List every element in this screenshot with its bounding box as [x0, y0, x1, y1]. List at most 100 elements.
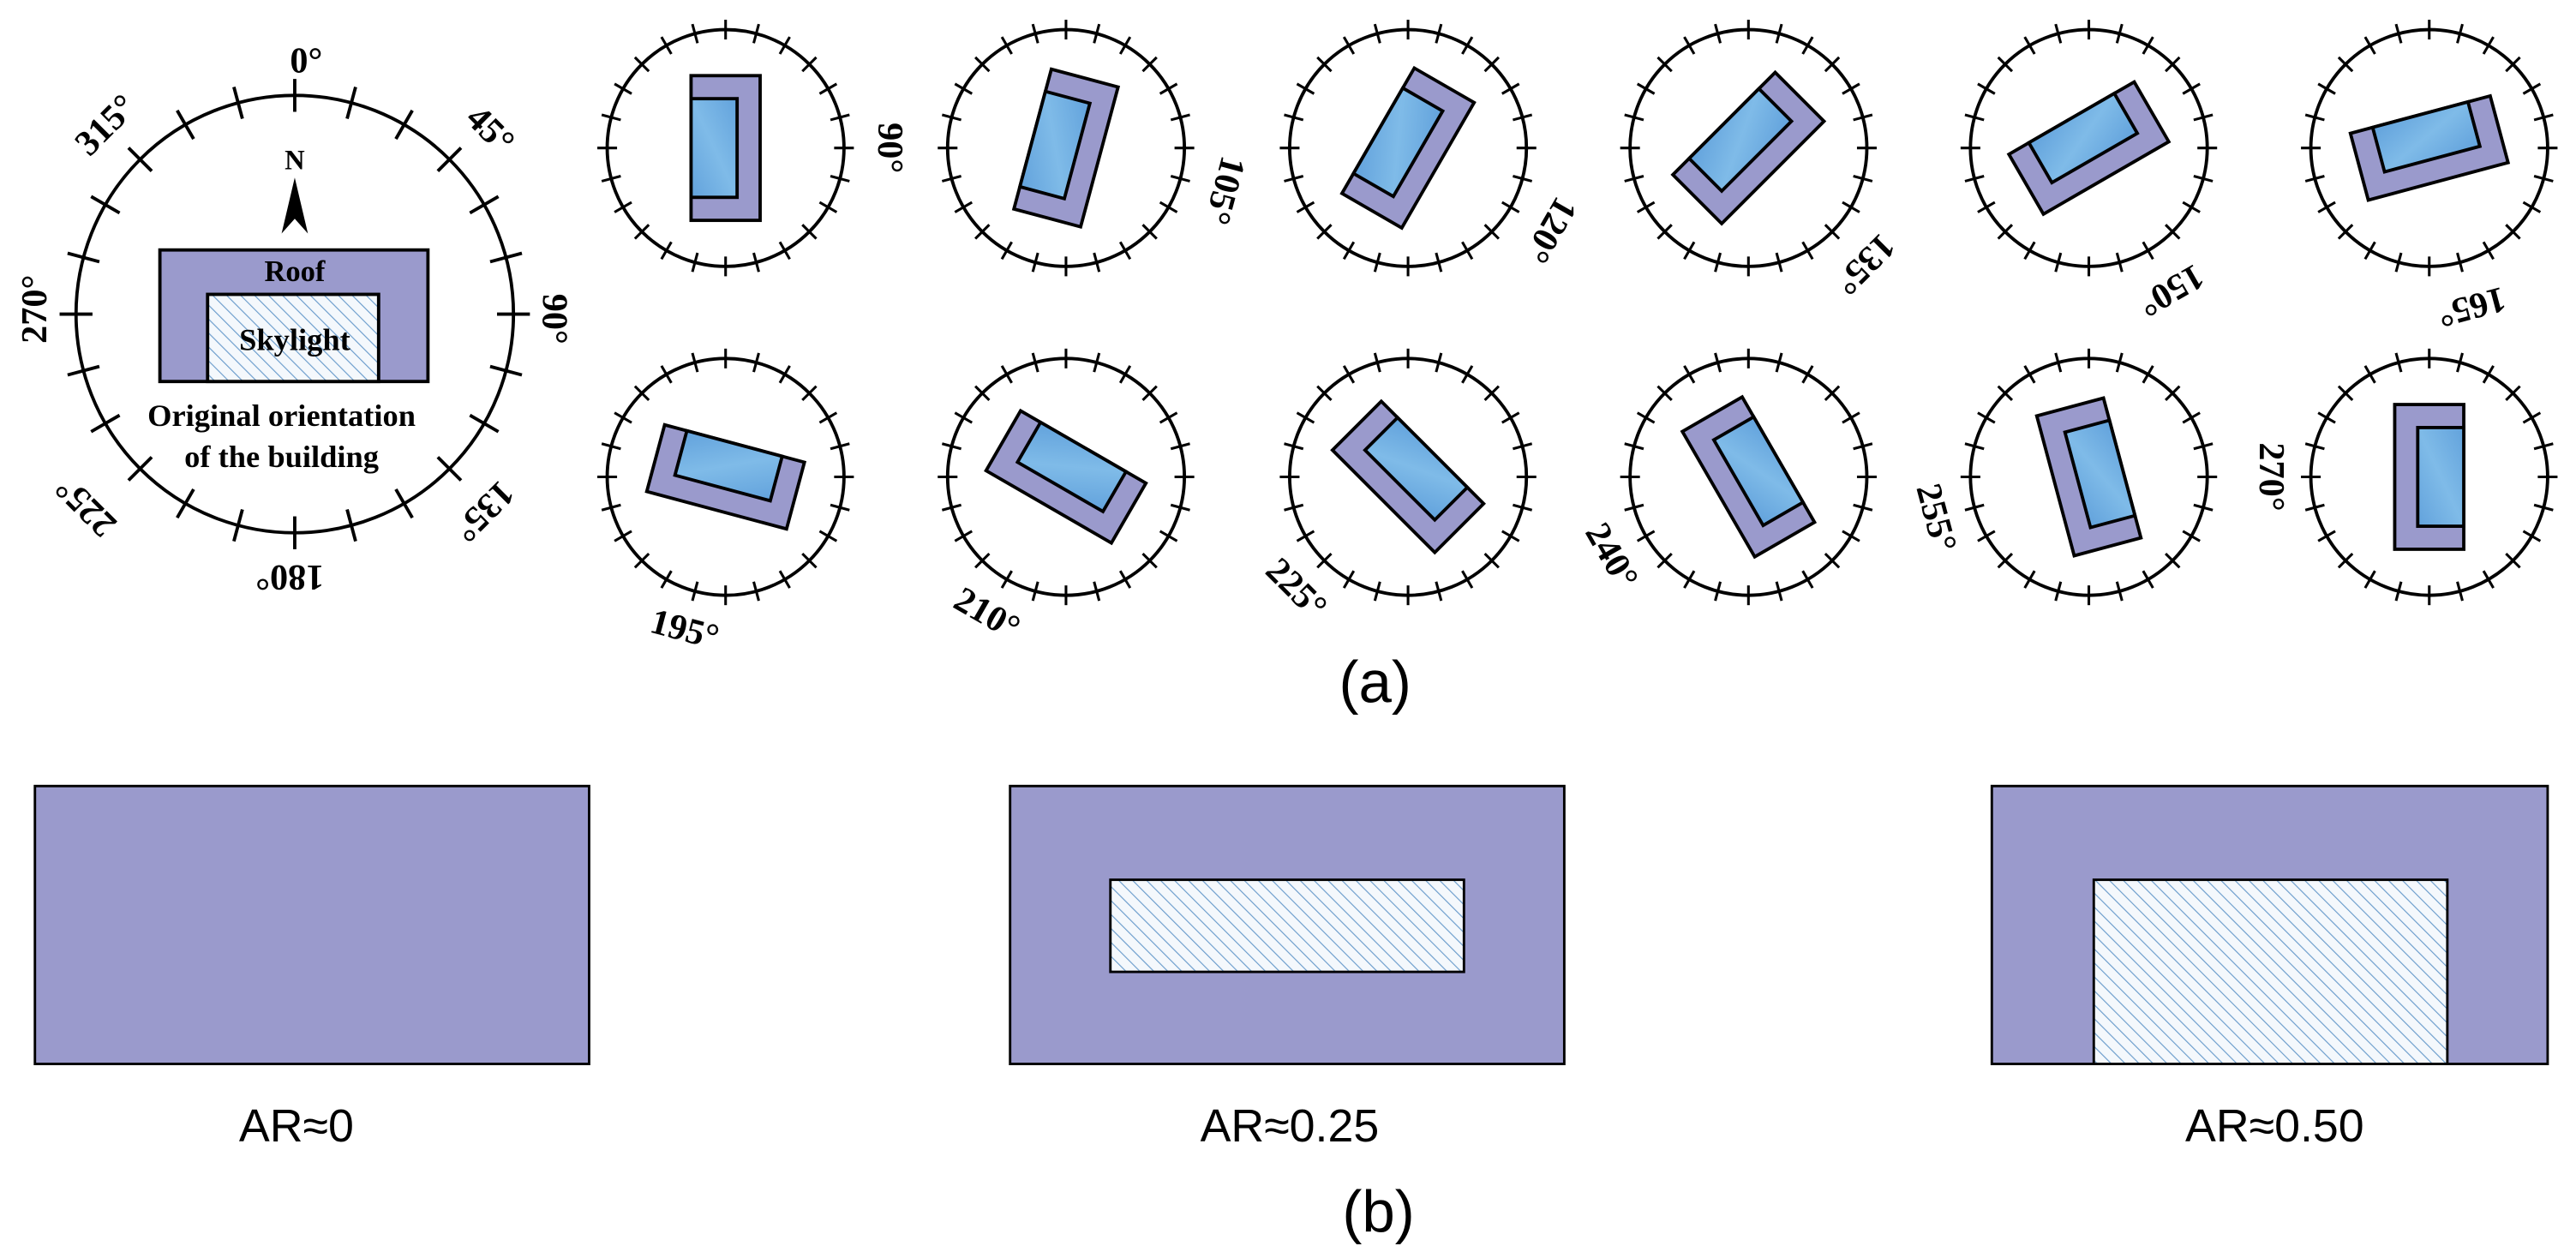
compass-tick [2482, 570, 2495, 589]
skylight-shape [1017, 89, 1093, 201]
skylight-shape [2416, 426, 2465, 528]
compass-tick [1801, 365, 1814, 384]
compass-tick [1853, 503, 1873, 512]
angle-label-0: 0° [290, 40, 322, 81]
ar-label-0: AR≈0 [239, 1100, 354, 1152]
compass-tick [818, 201, 838, 213]
compass-tick [1342, 36, 1356, 55]
compass-tick [1373, 581, 1381, 602]
compass-tick [1461, 241, 1474, 261]
rotation-label: 240° [1577, 516, 1646, 596]
compass-tick [752, 581, 760, 602]
compass-tick [1093, 581, 1101, 602]
compass-tick [127, 147, 153, 172]
compass-tick [2182, 530, 2201, 542]
compass-tick [1284, 113, 1304, 122]
compass-tick [2505, 56, 2521, 73]
compass-tick [1775, 23, 1783, 44]
compass-tick [2304, 442, 2325, 451]
compass-tick [345, 509, 357, 542]
compass-tick [1501, 530, 1520, 542]
rotated-compass: 270° [2251, 348, 2558, 606]
compass-tick [1284, 442, 1304, 451]
compass-tick [778, 570, 791, 589]
compass-tick [2182, 201, 2201, 213]
rotation-label: 105° [1196, 153, 1253, 230]
skylight-shape [689, 97, 740, 200]
compass-tick [2394, 23, 2403, 44]
compass-tick [2482, 365, 2495, 384]
compass-tick [691, 581, 699, 602]
skylight-shape [2063, 418, 2137, 530]
compass-tick [1141, 224, 1158, 240]
compass-tick [660, 36, 673, 55]
angle-label-225: 225° [47, 468, 124, 545]
building-shape [2034, 396, 2143, 558]
compass-tick [954, 201, 973, 213]
compass-tick [1775, 352, 1783, 373]
compass-tick [2505, 552, 2521, 569]
compass-tick [1513, 442, 1533, 451]
compass-tick [1824, 224, 1841, 240]
compass-tick [1656, 224, 1673, 240]
compass-panel: N Roof Skylight Original orientation of … [15, 40, 575, 597]
building-shape [2348, 93, 2511, 202]
angle-label-90: 90° [535, 294, 575, 344]
rotation-label: 90° [870, 123, 910, 173]
compass-tick [2505, 385, 2521, 402]
compass-tick [954, 82, 973, 95]
compass-tick [1093, 352, 1101, 373]
compass-tick [1842, 82, 1860, 95]
compass-tick [1296, 201, 1315, 213]
compass-tick [469, 195, 500, 215]
compass-tick [394, 109, 414, 141]
angle-label-270: 270° [15, 275, 55, 344]
compass-tick [436, 456, 463, 482]
compass-tick [1284, 175, 1304, 183]
compass-tick [127, 456, 153, 482]
compass-tick [2304, 175, 2325, 183]
building-shape [1330, 398, 1486, 555]
compass-tick [90, 195, 121, 215]
compass-tick [1483, 552, 1501, 569]
compass-tick [1118, 570, 1132, 589]
compass-tick [1853, 113, 1873, 122]
compass-tick [1824, 56, 1841, 73]
compass-tick [1853, 175, 1873, 183]
rotated-compass: 135° [1620, 20, 1903, 303]
compass-tick [1501, 82, 1520, 95]
compass-tick [2363, 365, 2376, 384]
compass-tick [176, 488, 195, 519]
compass-tick [1159, 201, 1178, 213]
compass-tick [1435, 581, 1443, 602]
compass-tick [633, 552, 650, 569]
building-shape [1680, 394, 1818, 560]
compass-tick [1296, 411, 1315, 424]
skylight-label: Skylight [239, 323, 350, 357]
rotated-compass: 150° [1960, 20, 2218, 325]
compass-tick [1501, 411, 1520, 424]
rotation-label: 210° [947, 579, 1027, 649]
compass-tick [2363, 241, 2376, 261]
compass-tick [2482, 36, 2495, 55]
compass-tick [1093, 23, 1101, 44]
compass-tick [1483, 56, 1501, 73]
compass-tick [2522, 82, 2542, 95]
compass-tick [2394, 352, 2403, 373]
compass-tick [2054, 252, 2063, 273]
compass-tick [2023, 36, 2036, 55]
compass-tick [601, 503, 621, 512]
compass-tick [176, 109, 195, 141]
caption-b: (b) [1342, 1177, 1414, 1244]
compass-tick [941, 442, 962, 451]
compass-tick [1656, 385, 1673, 402]
compass-tick [1997, 56, 2014, 73]
compass-tick [1964, 503, 1985, 512]
compass-tick [2165, 552, 2181, 569]
compass-tick [2115, 352, 2124, 373]
compass-tick [1093, 252, 1101, 273]
compass-tick [601, 442, 621, 451]
compass-tick [818, 411, 838, 424]
compass-tick [1714, 252, 1722, 273]
compass-tick [2142, 570, 2154, 589]
